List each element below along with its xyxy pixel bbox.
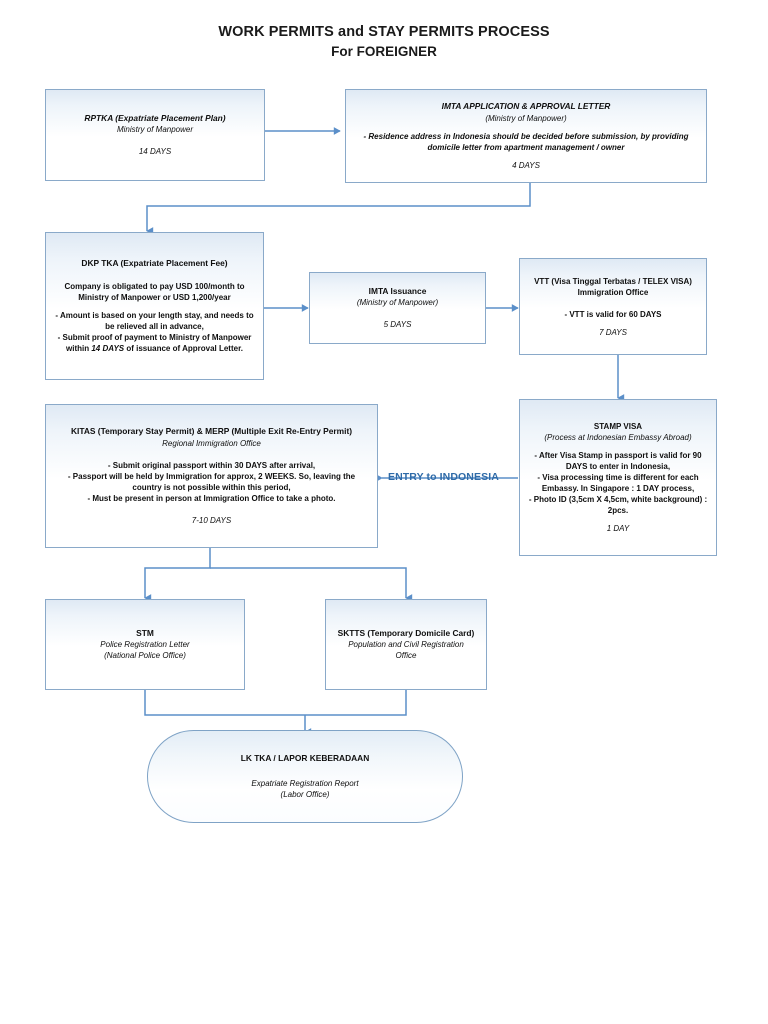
node-stamp-visa-note-line-2: DAYS to enter in Indonesia, [565, 462, 671, 471]
node-vtt-note: - VTT is valid for 60 DAYS [564, 309, 662, 319]
connector-imta-application-to-dkp-tka [146, 183, 531, 235]
node-imta-issuance-duration: 5 DAYS [383, 320, 412, 330]
node-stamp-visa[interactable]: STAMP VISA (Process at Indonesian Embass… [519, 399, 717, 556]
node-sktts-title: SKTTS (Temporary Domicile Card) [337, 627, 475, 638]
node-imta-application-title: IMTA APPLICATION & APPROVAL LETTER [441, 101, 611, 112]
node-lk-tka-title: LK TKA / LAPOR KEBERADAAN [240, 752, 370, 763]
node-stamp-visa-duration: 1 DAY [606, 524, 630, 533]
node-dkp-tka-body-line-2: Ministry of Manpower or USD 1,200/year [78, 292, 231, 302]
page-title-line-1: WORK PERMITS and STAY PERMITS PROCESS [218, 24, 550, 40]
node-imta-issuance-subtitle: (Ministry of Manpower) [356, 298, 439, 308]
node-imta-application[interactable]: IMTA APPLICATION & APPROVAL LETTER (Mini… [345, 89, 707, 183]
page-title: WORK PERMITS and STAY PERMITS PROCESS Fo… [0, 22, 768, 62]
node-kitas-merp[interactable]: KITAS (Temporary Stay Permit) & MERP (Mu… [45, 404, 378, 548]
node-dkp-tka-note-line-2: be relieved all in advance, [105, 321, 204, 331]
node-sktts-subtitle-line-2: Office [395, 651, 417, 661]
node-dkp-tka-title: DKP TKA (Expatriate Placement Fee) [81, 258, 228, 269]
node-vtt-subtitle: Immigration Office [577, 287, 649, 297]
node-lk-tka-subtitle-line-1: Expatriate Registration Report [251, 779, 359, 789]
node-imta-application-duration: 4 DAYS [512, 160, 540, 170]
node-sktts-subtitle-line-1: Population and Civil Registration [348, 640, 464, 650]
entry-to-indonesia-label: ENTRY to INDONESIA [388, 471, 499, 483]
node-lk-tka[interactable]: LK TKA / LAPOR KEBERADAAN Expatriate Reg… [147, 730, 463, 823]
node-lk-tka-subtitle-line-2: (Labor Office) [280, 790, 330, 800]
node-dkp-tka-note-line-4-post: of issuance of Approval Letter. [124, 343, 243, 353]
node-dkp-tka-note-line-4-pre: within [66, 343, 92, 353]
node-stamp-visa-note-line-5: - Photo ID (3,5cm X 4,5cm, white backgro… [528, 495, 708, 504]
node-kitas-merp-duration: 7-10 DAYS [191, 515, 232, 525]
node-stamp-visa-subtitle: (Process at Indonesian Embassy Abroad) [544, 433, 692, 442]
connector-sktts-to-lk-tka [305, 690, 407, 716]
connector-kitas-to-sktts [210, 567, 413, 602]
node-vtt[interactable]: VTT (Visa Tinggal Terbatas / TELEX VISA)… [519, 258, 707, 355]
node-stamp-visa-title: STAMP VISA [593, 422, 643, 431]
node-stm-subtitle-line-2: (National Police Office) [104, 651, 186, 661]
node-imta-issuance[interactable]: IMTA Issuance (Ministry of Manpower) 5 D… [309, 272, 486, 344]
node-vtt-title: VTT (Visa Tinggal Terbatas / TELEX VISA) [534, 276, 692, 286]
node-kitas-merp-note-line-1: - Submit original passport within 30 DAY… [107, 460, 316, 470]
node-rptka-title: RPTKA (Expatriate Placement Plan) [84, 112, 226, 123]
node-dkp-tka-note-line-4-emphasis: 14 DAYS [91, 343, 125, 353]
node-stm-subtitle-line-1: Police Registration Letter [100, 640, 190, 650]
node-dkp-tka[interactable]: DKP TKA (Expatriate Placement Fee) Compa… [45, 232, 264, 380]
node-imta-application-subtitle: (Ministry of Manpower) [485, 113, 567, 123]
node-kitas-merp-note-line-4: - Must be present in person at Immigrati… [87, 493, 336, 503]
connector-kitas-to-stm [144, 548, 211, 602]
node-rptka[interactable]: RPTKA (Expatriate Placement Plan) Minist… [45, 89, 265, 181]
node-imta-application-note-line-2: domicile letter from apartment managemen… [427, 142, 625, 152]
node-stamp-visa-note-line-4: Embassy. In Singapore : 1 DAY process, [541, 484, 695, 493]
node-imta-application-note-line-1: - Residence address in Indonesia should … [363, 131, 689, 141]
node-imta-issuance-title: IMTA Issuance [368, 285, 427, 296]
node-vtt-duration: 7 DAYS [599, 327, 627, 337]
node-stamp-visa-note-line-6: 2pcs. [607, 506, 629, 515]
node-dkp-tka-note-line-1: - Amount is based on your length stay, a… [55, 310, 254, 320]
node-stamp-visa-note-line-3: - Visa processing time is different for … [537, 473, 699, 482]
node-kitas-merp-note-line-2: - Passport will be held by Immigration f… [67, 471, 356, 481]
node-sktts[interactable]: SKTTS (Temporary Domicile Card) Populati… [325, 599, 487, 690]
connector-stm-to-lk-tka [144, 690, 305, 716]
node-stm-title: STM [136, 627, 154, 638]
node-kitas-merp-note-line-3: country is not possible within this peri… [132, 482, 291, 492]
node-dkp-tka-note-line-3: - Submit proof of payment to Ministry of… [57, 332, 252, 342]
node-stamp-visa-note-line-1: - After Visa Stamp in passport is valid … [534, 451, 702, 460]
node-stm[interactable]: STM Police Registration Letter (National… [45, 599, 245, 690]
page-title-line-2: For FOREIGNER [331, 44, 437, 59]
node-rptka-subtitle: Ministry of Manpower [116, 125, 194, 135]
node-kitas-merp-subtitle: Regional Immigration Office [162, 438, 261, 448]
node-rptka-duration: 14 DAYS [138, 147, 172, 157]
node-dkp-tka-note-line-4: within 14 DAYS of issuance of Approval L… [53, 343, 256, 354]
node-kitas-merp-title: KITAS (Temporary Stay Permit) & MERP (Mu… [70, 426, 353, 437]
node-dkp-tka-body-line-1: Company is obligated to pay USD 100/mont… [64, 281, 245, 291]
